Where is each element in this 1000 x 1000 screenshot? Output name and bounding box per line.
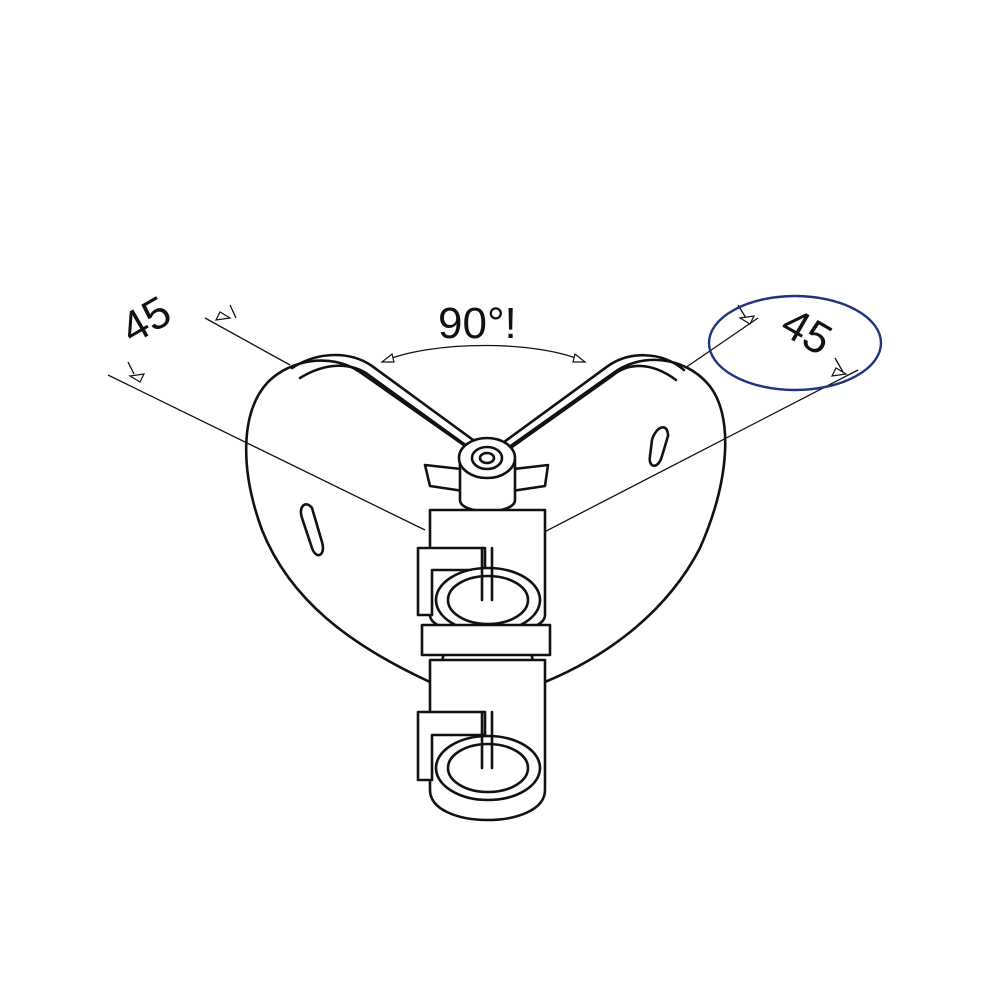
clamp-assembly (416, 436, 552, 822)
dimension-lines (107, 304, 859, 561)
dimension-left-width: 45 (113, 287, 180, 354)
dimension-angle: 90°! (438, 299, 517, 348)
highlight-ellipse (707, 294, 883, 392)
dimension-right-width: 45 (773, 298, 840, 365)
right-slot (648, 426, 670, 468)
left-slot (299, 503, 325, 557)
